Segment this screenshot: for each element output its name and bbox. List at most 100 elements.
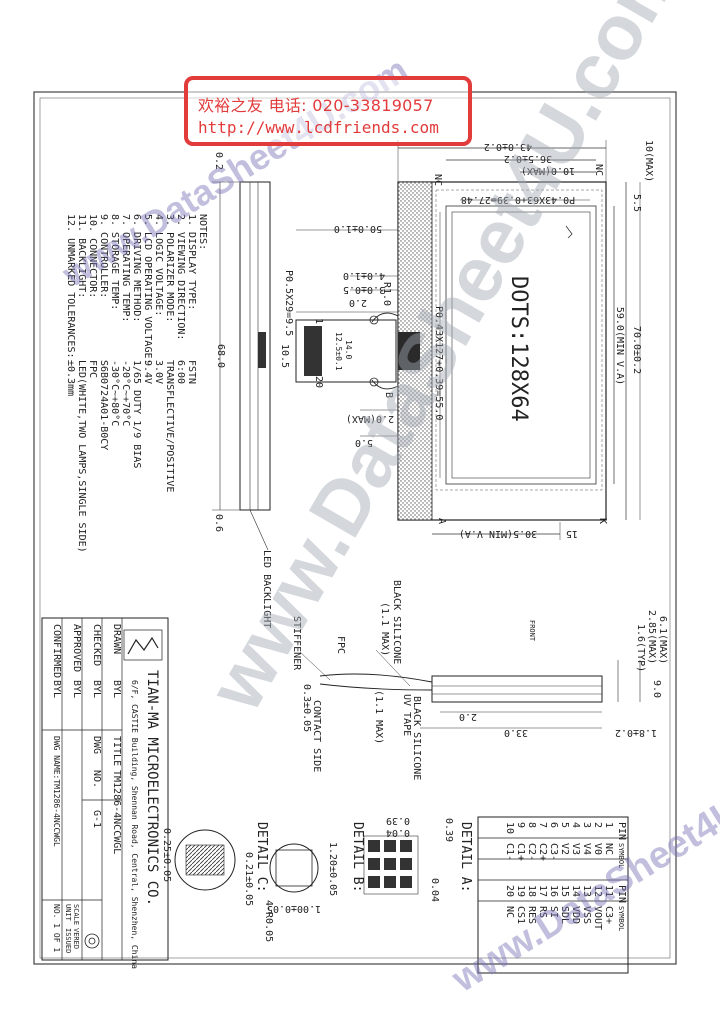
viewing-area	[445, 205, 597, 485]
notes-heading: NOTES:	[197, 214, 208, 250]
pin-table-cell: SDL	[559, 906, 570, 924]
dim-side-length: 68.0	[215, 344, 226, 368]
detail-a-0-04: 0.04	[386, 827, 410, 838]
detail-drawings	[174, 829, 419, 895]
pin-table-header-pin2: PIN	[616, 885, 627, 903]
confirmed-by: BYL	[51, 680, 62, 698]
pin-table-grid	[477, 816, 629, 974]
note-7-value: -20°C~+70°C	[120, 360, 131, 426]
led-backlight-label: LED BACKLIGHT	[261, 550, 272, 628]
dim-6-1: 6.1(MAX)	[657, 616, 668, 664]
dim-side-thickness: 0.2	[213, 152, 224, 170]
pin-table-cell: 2	[592, 822, 603, 828]
pin-a-label: A	[436, 518, 447, 524]
dim-va-width-bottom: 30.5(MIN V.A)	[459, 528, 537, 539]
fpc-pin-1: 1	[313, 318, 324, 324]
dim-0-6: 0.6	[213, 514, 224, 532]
pin-table-cell: 14	[570, 885, 581, 897]
pin-table-cell: RS	[537, 906, 548, 918]
pin-table-cell: VDD	[570, 906, 581, 924]
company-name: TIAN-MA MICROELECTRONICS CO.	[144, 670, 160, 906]
dim-5-5: 5.5	[631, 194, 642, 212]
uv-tape-label: UV TAPE	[401, 694, 412, 736]
note-1-value: FSTN	[186, 360, 197, 384]
pin-table-cell: 11	[603, 885, 614, 897]
title-value: TM1286-4NCCWGL	[111, 770, 122, 854]
drawn-label: DRAWN	[111, 624, 122, 654]
silicone-max-bottom: (1.1 MAX)	[373, 690, 384, 744]
note-5-label: 5. LCD OPERATING VOLTAGE:	[142, 214, 153, 365]
pin-table-cell: 5	[559, 822, 570, 828]
stamp-url-line[interactable]: http://www.lcdfriends.com	[198, 118, 439, 137]
pin-table-cell: 15	[559, 885, 570, 897]
approved-label: APPROVED	[71, 624, 82, 672]
dim-2-0: 2.0	[349, 297, 367, 308]
pin-table-cell: 4	[570, 822, 581, 828]
pin-table-cell: RES	[526, 906, 537, 924]
black-silicone-bottom: BLACK SILICONE	[411, 696, 422, 780]
detail-b-title: DETAIL B:	[350, 822, 365, 892]
pin-table-cell: C1+	[515, 843, 526, 861]
pin-table-cell: NC	[504, 906, 515, 918]
front-label: FRONT	[528, 620, 536, 642]
scale-label: SCALE	[72, 904, 80, 925]
dim-3-0: 3.0±0.5	[343, 284, 385, 295]
pin-table-cell: 18	[526, 885, 537, 897]
dim-0-3: 0.3±0.05	[301, 684, 312, 732]
dwg-label: DWG	[91, 736, 102, 754]
pin-table-cell: V3	[570, 843, 581, 855]
dwg-name: DWG NAME:TM1286-4NCCWGL	[52, 736, 61, 847]
pin-table-cell: V0	[592, 843, 603, 855]
cross-section-view	[299, 649, 641, 729]
note-11-label: 11. BACKLIGHT:	[76, 214, 87, 298]
pin-table-cell: 8	[526, 822, 537, 828]
contact-side-label: CONTACT SIDE	[311, 700, 322, 772]
dim-aa-width: 10.0(MAX)	[521, 165, 575, 176]
note-1-label: 1. DISPLAY TYPE:	[186, 214, 197, 310]
fpc-tail	[295, 229, 420, 437]
checked-label: CHECKED	[91, 624, 102, 666]
pin-table-header-symbol: SYMBOL	[617, 843, 625, 868]
black-silicone-top: BLACK SILICONE	[391, 580, 402, 664]
vered-label: VERED	[72, 928, 80, 949]
note-6-label: 6. DRIVING METHOD:	[131, 214, 142, 322]
pin-table-cell: NC	[603, 843, 614, 855]
pin-table-header-symbol2: SYMBOL	[617, 906, 625, 931]
pin-table-cell: 13	[581, 885, 592, 897]
note-11-value: LED(WHITE,TWO LAMPS,SINGLE SIDE)	[76, 360, 87, 553]
company-logo	[127, 636, 159, 655]
note-8-value: -30°C~+80°C	[109, 360, 120, 426]
title-label: TITLE	[111, 736, 122, 766]
pin-table-cell: 17	[537, 885, 548, 897]
dim-15: 15	[566, 528, 578, 539]
fpc-label: FPC	[335, 636, 346, 654]
sheet-number: NO. 1 OF 1	[52, 904, 61, 952]
dim-outline-width: 43.0±0.2	[484, 141, 532, 152]
note-9-value: S6B0724A01-B0CY	[98, 360, 109, 450]
approved-by: BYL	[71, 680, 82, 698]
pin-table-cell: V2	[559, 843, 570, 855]
dim-2-0-b: 2.0	[459, 711, 477, 722]
dim-aa-height: 59.0(MIN V.A)	[614, 307, 625, 385]
note-9-label: 9. CONTROLLER:	[98, 214, 109, 298]
dwg-no-label: NO.	[91, 770, 102, 788]
pin-table-cell: 7	[537, 822, 548, 828]
side-view	[212, 181, 271, 551]
note-8-label: 8. STORAGE TEMP:	[109, 214, 120, 310]
active-area	[451, 211, 591, 479]
pin-table-cell: 9	[515, 822, 526, 828]
detail-a-0-39b: 0.39	[443, 818, 454, 842]
title-block-grid	[41, 617, 169, 961]
note-6-value: 1/65 DUTY 1/9 BIAS	[131, 360, 142, 468]
dim-4-0: 4.0±1.0	[343, 270, 385, 281]
detail-a-0-04b: 0.04	[429, 878, 440, 902]
dim-2-0-max: 2.0(MAX)	[346, 413, 394, 424]
pin-table-cell: 12	[592, 885, 603, 897]
detail-c-0-21: 0.21±0.05	[243, 852, 254, 906]
detail-b-1-00: 1.00±0.05	[267, 903, 321, 914]
note-2-value: 6:00	[175, 360, 186, 384]
dim-9-0: 9.0	[651, 680, 662, 698]
dim-1-8: 1.8±0.2	[615, 727, 657, 738]
company-address: 6/F, CASTIE Building, Shennan Road, Cent…	[130, 680, 139, 969]
